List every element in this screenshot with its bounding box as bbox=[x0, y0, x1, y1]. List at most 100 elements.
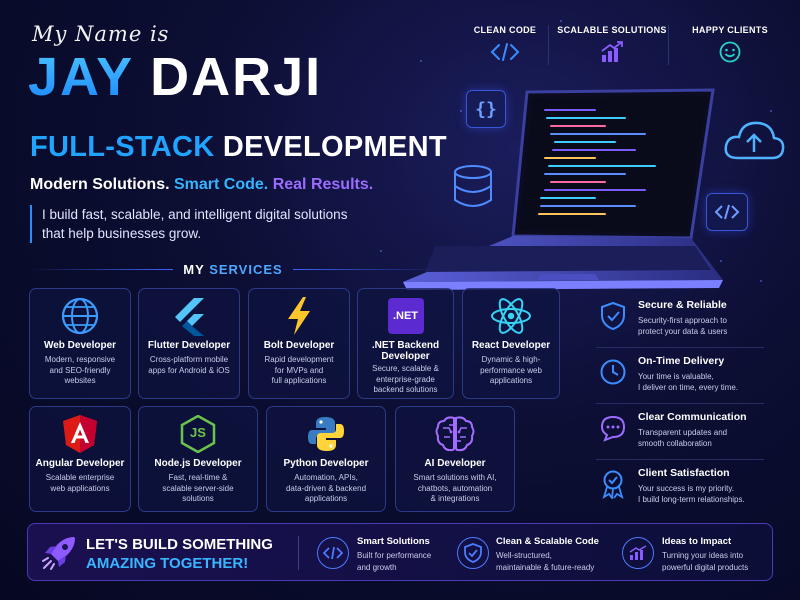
cloud-upload-icon bbox=[722, 118, 786, 169]
services-title: MY SERVICES bbox=[183, 262, 282, 277]
flutter-icon bbox=[139, 295, 239, 337]
badge-divider bbox=[548, 25, 549, 65]
badge-label: HAPPY CLIENTS bbox=[692, 25, 768, 35]
features-panel: Secure & Reliable Security-first approac… bbox=[588, 289, 772, 516]
service-title: Web Developer bbox=[43, 340, 117, 351]
badge-label: SCALABLE SOLUTIONS bbox=[557, 25, 667, 35]
banner-item-title: Ideas to Impact bbox=[662, 536, 732, 547]
role-rest: DEVELOPMENT bbox=[222, 131, 447, 163]
divider bbox=[596, 403, 764, 404]
tagline: Modern Solutions. Smart Code. Real Resul… bbox=[30, 176, 373, 194]
feature-on-time-delivery: On-Time Delivery Your time is valuable,I… bbox=[588, 353, 772, 403]
service-title: Bolt Developer bbox=[263, 340, 335, 351]
database-icon bbox=[452, 164, 494, 213]
cta-line-1: LET'S BUILD SOMETHING bbox=[86, 536, 273, 553]
service-title: Node.js Developer bbox=[154, 458, 242, 469]
badge-happy-clients: HAPPY CLIENTS bbox=[675, 25, 785, 63]
divider bbox=[298, 536, 299, 570]
feature-title: Secure & Reliable bbox=[638, 299, 727, 311]
badge-scalable-solutions: SCALABLE SOLUTIONS bbox=[557, 25, 667, 63]
growth-chart-icon bbox=[622, 537, 654, 569]
angular-icon bbox=[30, 413, 130, 455]
shield-check-icon bbox=[457, 537, 489, 569]
cta-line-2: AMAZING TOGETHER! bbox=[86, 555, 249, 572]
intro-line-2: that help businesses grow. bbox=[42, 226, 202, 241]
code-icon bbox=[317, 537, 349, 569]
service-card-nodejs[interactable]: JS Node.js Developer Fast, real-time &sc… bbox=[138, 406, 258, 512]
feature-description: Your success is my priority.I build long… bbox=[638, 484, 745, 504]
role-heading: FULL-STACK DEVELOPMENT bbox=[30, 133, 447, 162]
badge-clean-code: CLEAN CODE bbox=[450, 25, 560, 63]
rocket-icon bbox=[40, 534, 78, 572]
dotnet-icon: .NET bbox=[358, 295, 453, 337]
divider bbox=[596, 347, 764, 348]
services-title-part-1: MY bbox=[183, 262, 205, 277]
feature-client-satisfaction: Client Satisfaction Your success is my p… bbox=[588, 465, 772, 515]
service-card-react[interactable]: React Developer Dynamic & high-performan… bbox=[462, 288, 560, 399]
clock-icon bbox=[598, 357, 628, 387]
divider bbox=[292, 269, 438, 270]
intro-line-1: I build fast, scalable, and intelligent … bbox=[42, 207, 348, 222]
nodejs-icon: JS bbox=[139, 413, 257, 455]
dotnet-icon-label: .NET bbox=[387, 298, 424, 334]
code-icon bbox=[450, 41, 560, 63]
service-title: Python Developer bbox=[283, 458, 369, 469]
chat-icon bbox=[598, 413, 628, 443]
service-card-python[interactable]: Python Developer Automation, APIs,data-d… bbox=[266, 406, 386, 512]
banner-item-description: Well-structured,maintainable & future-re… bbox=[496, 551, 595, 572]
tagline-part-1: Modern Solutions. bbox=[30, 176, 170, 193]
page-title: JAY DARJI bbox=[28, 50, 322, 104]
feature-title: Client Satisfaction bbox=[638, 467, 730, 479]
divider bbox=[596, 459, 764, 460]
code-icon bbox=[706, 193, 748, 231]
banner-item-title: Smart Solutions bbox=[357, 536, 430, 547]
tagline-part-2: Smart Code. bbox=[174, 176, 269, 193]
feature-title: On-Time Delivery bbox=[638, 355, 725, 367]
badge-divider bbox=[668, 25, 669, 65]
braces-icon: {} bbox=[466, 90, 506, 128]
growth-chart-icon bbox=[557, 41, 667, 63]
first-name: JAY bbox=[28, 47, 134, 107]
smiley-icon bbox=[675, 41, 785, 63]
feature-clear-communication: Clear Communication Transparent updates … bbox=[588, 409, 772, 459]
feature-title: Clear Communication bbox=[638, 411, 747, 423]
bolt-icon bbox=[249, 295, 349, 337]
globe-icon bbox=[30, 295, 130, 337]
react-icon bbox=[463, 295, 559, 337]
feature-secure-reliable: Secure & Reliable Security-first approac… bbox=[588, 297, 772, 347]
laptop-illustration bbox=[395, 84, 725, 294]
service-title: React Developer bbox=[471, 340, 551, 351]
python-icon bbox=[267, 413, 385, 455]
cta-banner[interactable]: LET'S BUILD SOMETHING AMAZING TOGETHER! … bbox=[27, 523, 773, 581]
service-card-ai[interactable]: AI Developer Smart solutions with AI,cha… bbox=[395, 406, 515, 512]
nodejs-icon-label: JS bbox=[190, 425, 206, 440]
service-title: Flutter Developer bbox=[147, 340, 231, 351]
last-name: DARJI bbox=[150, 47, 323, 107]
services-title-part-2: SERVICES bbox=[209, 262, 283, 277]
badge-label: CLEAN CODE bbox=[473, 25, 537, 35]
service-title: Angular Developer bbox=[35, 458, 125, 469]
ai-brain-icon bbox=[396, 413, 514, 455]
services-heading: MY SERVICES bbox=[28, 262, 438, 277]
service-title: AI Developer bbox=[424, 458, 486, 469]
divider bbox=[28, 269, 174, 270]
service-description: Smart solutions with AI,chatbots, automa… bbox=[413, 473, 497, 503]
name-intro-script: My Name is bbox=[32, 22, 170, 46]
intro-text: I build fast, scalable, and intelligent … bbox=[30, 205, 370, 243]
award-icon bbox=[598, 469, 628, 499]
